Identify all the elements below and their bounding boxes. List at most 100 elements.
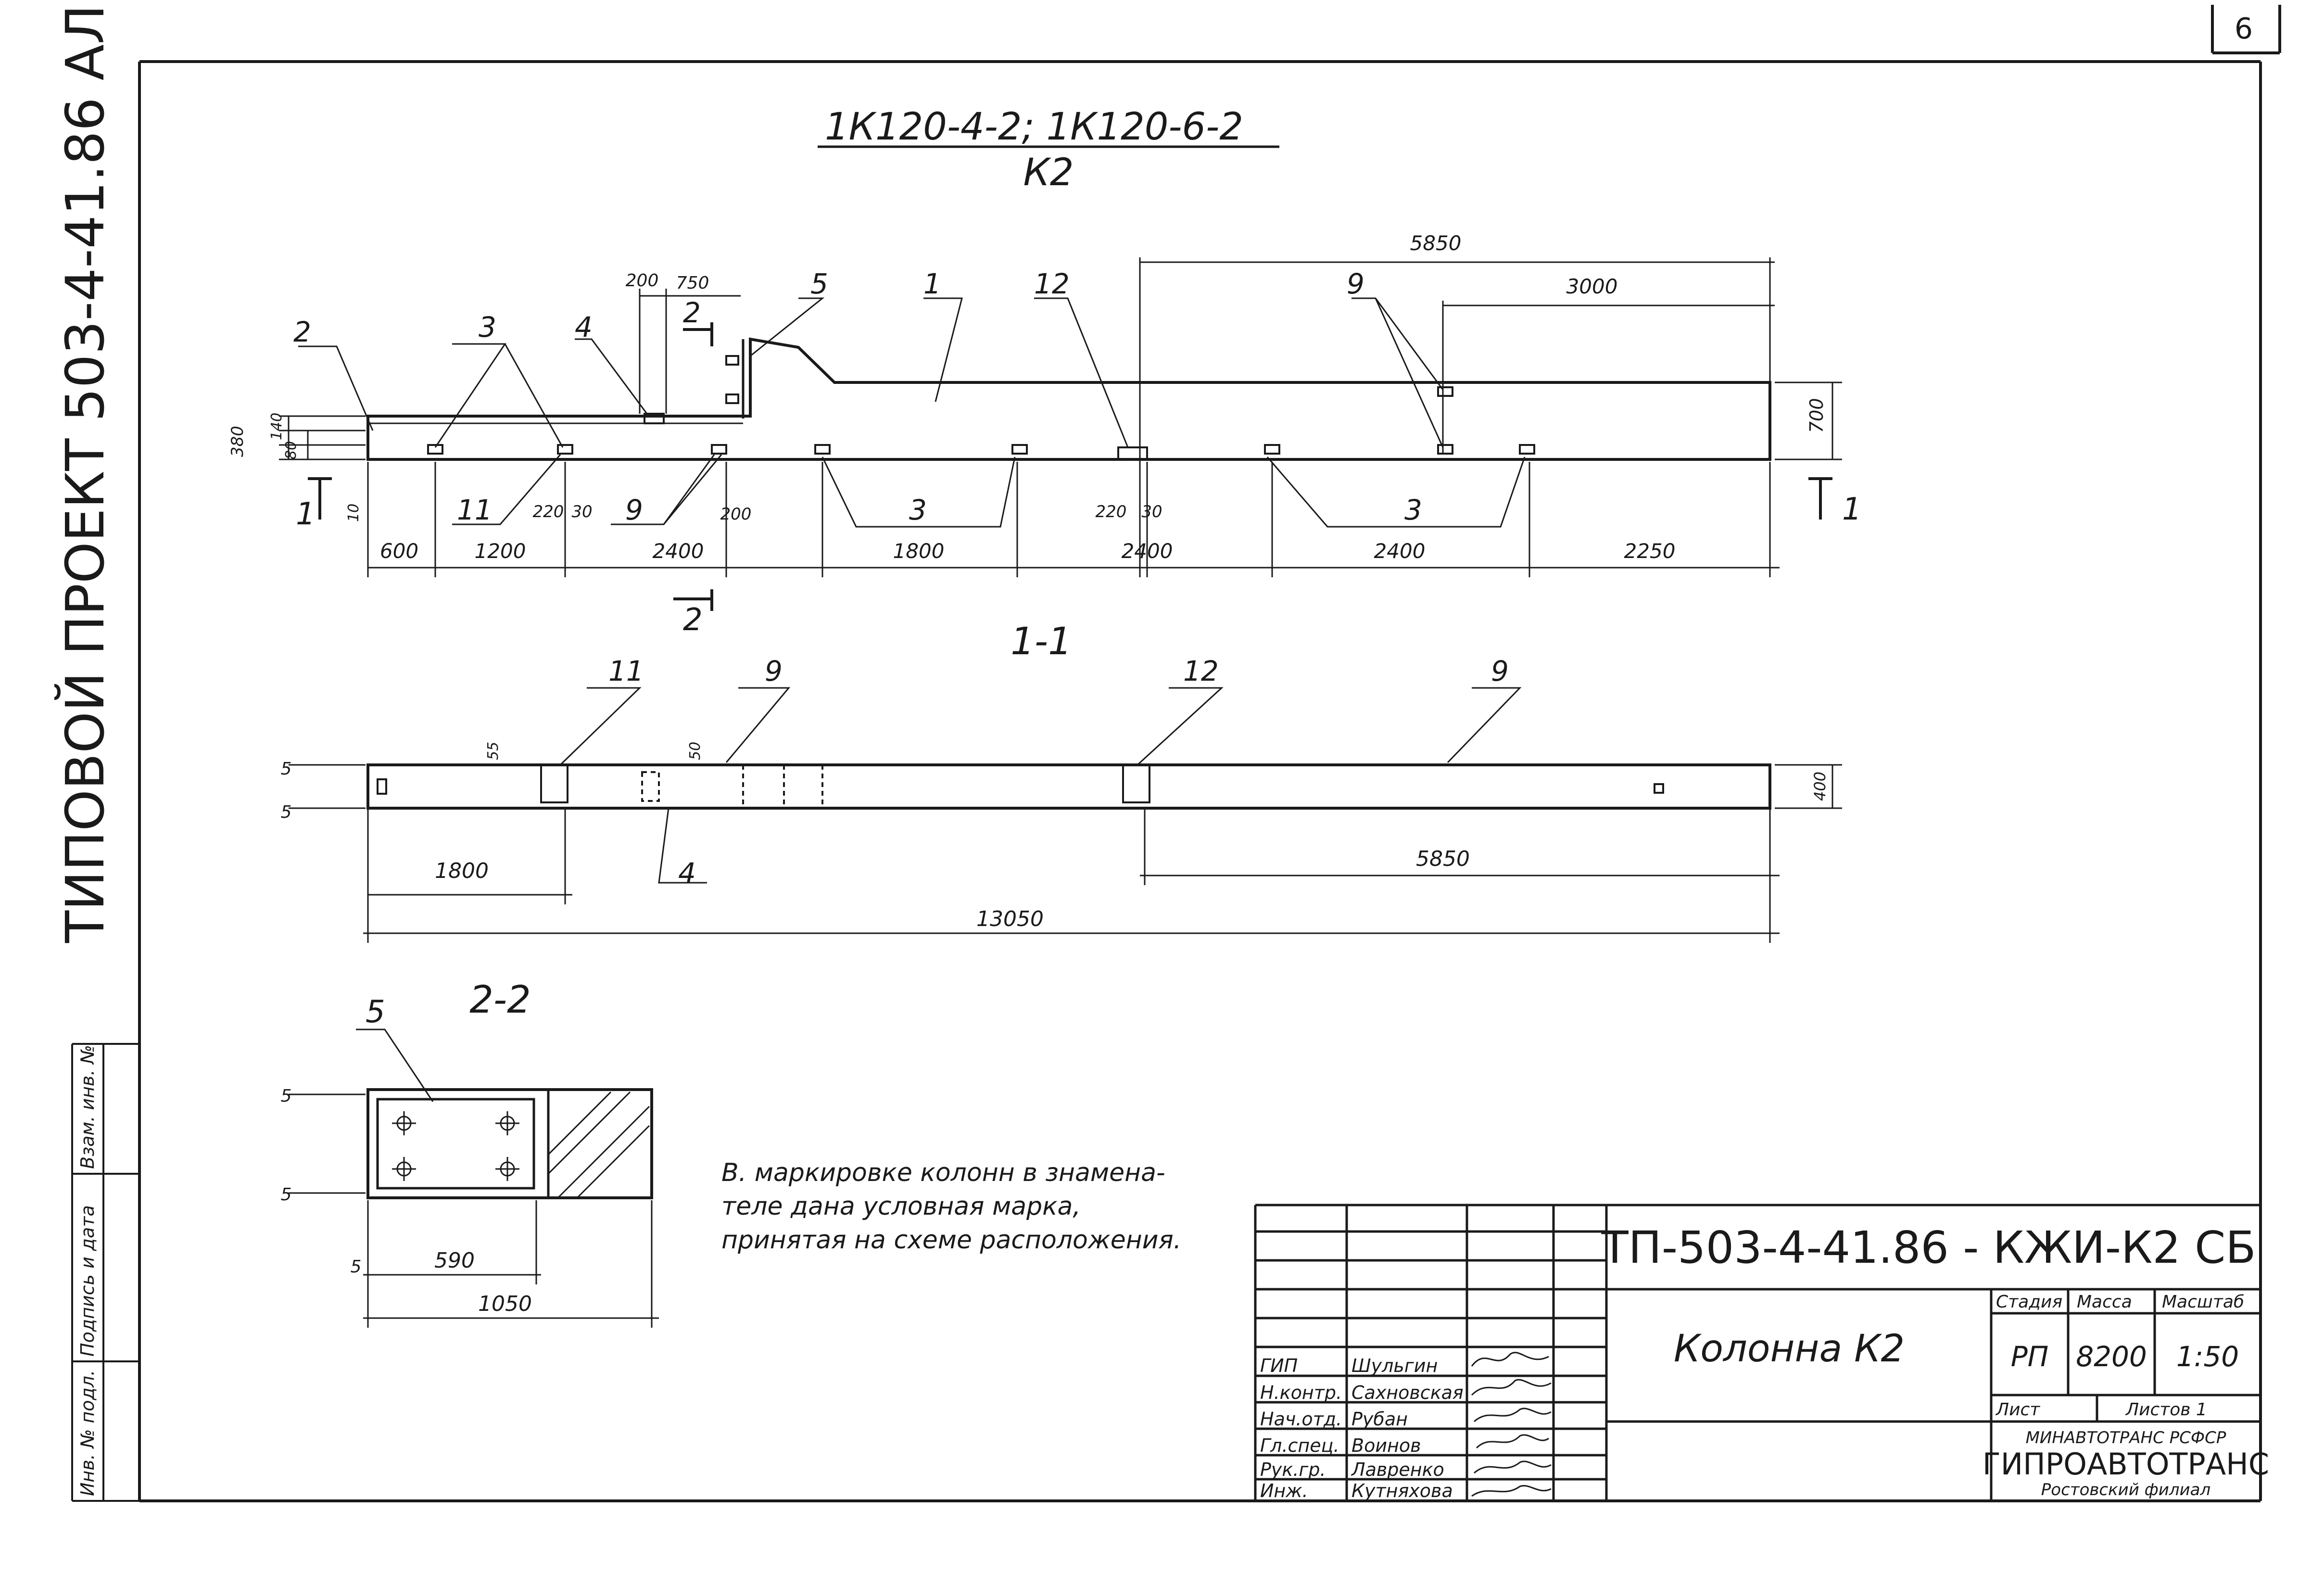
svg-text:Листов 1: Листов 1 bbox=[2125, 1400, 2207, 1420]
svg-text:700: 700 bbox=[1806, 398, 1827, 433]
elevation-dim-text: 600 1200 2400 1800 2400 2400 2250 220 30… bbox=[380, 231, 1676, 563]
svg-text:Рубан: Рубан bbox=[1351, 1409, 1408, 1430]
section22-title: 2-2 bbox=[469, 978, 530, 1022]
svg-text:3: 3 bbox=[909, 494, 927, 526]
svg-text:1: 1 bbox=[296, 496, 316, 532]
svg-text:Ростовский филиал: Ростовский филиал bbox=[2041, 1480, 2210, 1499]
svg-text:4: 4 bbox=[678, 857, 696, 889]
svg-text:200: 200 bbox=[626, 271, 659, 291]
elevation-view: 2 3 4 5 1 12 9 11 9 3 3 bbox=[228, 231, 1862, 638]
side-title: ТИПОВОЙ ПРОЕКТ 503-4-41.86 АЛЬБОМ III bbox=[54, 0, 116, 943]
svg-text:750: 750 bbox=[676, 273, 709, 293]
svg-text:220: 220 bbox=[1096, 502, 1127, 521]
svg-text:1200: 1200 bbox=[475, 539, 526, 563]
svg-text:МИНАВТОТРАНС РСФСР: МИНАВТОТРАНС РСФСР bbox=[2026, 1428, 2226, 1447]
svg-text:РП: РП bbox=[2011, 1340, 2049, 1373]
svg-text:Масса: Масса bbox=[2077, 1292, 2132, 1312]
svg-text:1:50: 1:50 bbox=[2176, 1340, 2239, 1373]
svg-text:11: 11 bbox=[608, 655, 644, 687]
svg-text:ГИПРОАВТОТРАНС: ГИПРОАВТОТРАНС bbox=[1983, 1447, 2269, 1482]
svg-text:4: 4 bbox=[575, 311, 593, 343]
svg-text:2: 2 bbox=[683, 602, 703, 638]
plan-title: 1-1 bbox=[1010, 620, 1072, 663]
svg-text:380: 380 bbox=[228, 426, 247, 457]
sheet-frame bbox=[138, 5, 2281, 1502]
stamp-sign-label: Подпись и дата bbox=[77, 1205, 98, 1357]
svg-text:5850: 5850 bbox=[1416, 847, 1470, 871]
svg-text:ГИП: ГИП bbox=[1260, 1355, 1298, 1376]
svg-text:3: 3 bbox=[479, 311, 496, 343]
svg-text:В. маркировке колонн в знамена: В. маркировке колонн в знамена- bbox=[721, 1158, 1165, 1187]
drawing-note: В. маркировке колонн в знамена- теле дан… bbox=[721, 1158, 1181, 1255]
svg-text:8200: 8200 bbox=[2076, 1340, 2147, 1373]
section22-view: 5 590 1050 5 5 5 bbox=[281, 994, 659, 1328]
svg-text:Стадия: Стадия bbox=[1996, 1292, 2062, 1312]
svg-text:Шульгин: Шульгин bbox=[1351, 1355, 1438, 1376]
svg-text:Гл.спец.: Гл.спец. bbox=[1260, 1435, 1339, 1456]
svg-text:5: 5 bbox=[281, 802, 292, 822]
svg-text:9: 9 bbox=[1491, 655, 1509, 687]
svg-text:590: 590 bbox=[434, 1248, 475, 1273]
title-code: ТП-503-4-41.86 - КЖИ-К2 СБ bbox=[1601, 1222, 2256, 1273]
section-marker-1 bbox=[308, 477, 1832, 520]
svg-text:Н.контр.: Н.контр. bbox=[1260, 1382, 1342, 1403]
svg-text:30: 30 bbox=[571, 502, 592, 521]
svg-text:5: 5 bbox=[281, 1185, 292, 1205]
svg-text:1: 1 bbox=[923, 267, 941, 300]
svg-text:12: 12 bbox=[1183, 655, 1219, 687]
drawing-sub: К2 bbox=[1023, 151, 1074, 194]
svg-text:600: 600 bbox=[380, 539, 418, 563]
svg-text:Сахновская: Сахновская bbox=[1351, 1382, 1464, 1403]
signature-roles: ГИП Н.контр. Нач.отд. Гл.спец. Рук.гр. И… bbox=[1260, 1355, 1342, 1501]
svg-text:Кутняхова: Кутняхова bbox=[1351, 1480, 1453, 1501]
svg-text:11: 11 bbox=[457, 494, 493, 526]
svg-text:13050: 13050 bbox=[976, 907, 1044, 931]
svg-text:9: 9 bbox=[625, 494, 643, 526]
sheet-number: 6 bbox=[2235, 12, 2253, 46]
drawing-marks: 1К120-4-2; 1К120-6-2 bbox=[825, 105, 1243, 149]
svg-text:5: 5 bbox=[366, 994, 385, 1030]
svg-text:принятая на схеме расположения: принятая на схеме расположения. bbox=[721, 1226, 1181, 1255]
svg-text:2: 2 bbox=[683, 296, 701, 329]
svg-text:9: 9 bbox=[1347, 267, 1364, 300]
svg-text:50: 50 bbox=[687, 742, 704, 760]
svg-text:55: 55 bbox=[485, 742, 502, 760]
svg-text:5: 5 bbox=[810, 267, 828, 300]
svg-text:Инж.: Инж. bbox=[1260, 1480, 1308, 1501]
svg-text:5: 5 bbox=[281, 759, 292, 779]
svg-text:80: 80 bbox=[283, 441, 300, 459]
svg-text:Рук.гр.: Рук.гр. bbox=[1260, 1459, 1326, 1480]
svg-text:220: 220 bbox=[533, 502, 564, 521]
svg-text:30: 30 bbox=[1141, 502, 1162, 521]
elevation-dims bbox=[279, 257, 1842, 577]
svg-text:2400: 2400 bbox=[653, 539, 704, 563]
plan-outline bbox=[366, 763, 1771, 810]
svg-text:1050: 1050 bbox=[478, 1292, 532, 1316]
svg-text:1800: 1800 bbox=[435, 859, 489, 883]
svg-text:2400: 2400 bbox=[1122, 539, 1173, 563]
svg-text:Воинов: Воинов bbox=[1351, 1435, 1421, 1456]
section-marker-2 bbox=[673, 322, 713, 611]
svg-text:400: 400 bbox=[1811, 772, 1829, 801]
signature-names: Шульгин Сахновская Рубан Воинов Лавренко… bbox=[1351, 1355, 1464, 1501]
svg-text:Лист: Лист bbox=[1995, 1400, 2040, 1420]
signatures bbox=[1471, 1352, 1552, 1497]
svg-text:5: 5 bbox=[351, 1257, 362, 1277]
svg-text:Масштаб: Масштаб bbox=[2162, 1292, 2244, 1312]
svg-text:5850: 5850 bbox=[1410, 231, 1462, 255]
svg-text:2250: 2250 bbox=[1624, 539, 1676, 563]
svg-text:200: 200 bbox=[720, 505, 752, 524]
stamp-inv-label: Инв. № подл. bbox=[77, 1370, 98, 1496]
svg-text:10: 10 bbox=[345, 504, 362, 522]
column-outline bbox=[366, 337, 1771, 461]
stamp-replace-label: Взам. инв. № bbox=[77, 1045, 98, 1169]
plan-view: 11 9 12 9 4 1800 5850 13050 5 5 4 bbox=[281, 655, 1842, 943]
svg-text:3000: 3000 bbox=[1566, 275, 1618, 298]
svg-text:Нач.отд.: Нач.отд. bbox=[1260, 1409, 1342, 1430]
svg-text:2: 2 bbox=[293, 316, 311, 348]
title-name: Колонна К2 bbox=[1674, 1327, 1905, 1371]
embedded-plates bbox=[427, 355, 1535, 460]
svg-text:140: 140 bbox=[268, 413, 285, 440]
svg-text:12: 12 bbox=[1034, 267, 1070, 300]
